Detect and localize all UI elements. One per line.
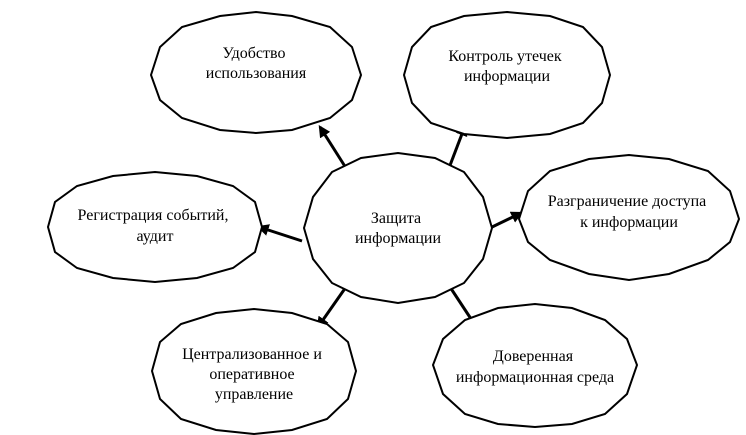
node-access-control: Разграничение доступа к информации bbox=[517, 153, 741, 282]
node-trusted-env-shape bbox=[431, 302, 639, 429]
node-management-label: Централизованное и оперативное управлени… bbox=[182, 346, 326, 403]
node-audit-shape bbox=[46, 170, 264, 284]
node-management: Централизованное и оперативное управлени… bbox=[150, 307, 358, 435]
center-line-1: Защита bbox=[371, 210, 421, 227]
management-line-3: управление bbox=[215, 386, 293, 403]
node-trusted-env: Доверенная информационная среда bbox=[431, 302, 639, 429]
node-trusted-env-label: Доверенная информационная среда bbox=[456, 348, 614, 386]
node-audit: Регистрация событий, аудит bbox=[46, 170, 264, 284]
access-control-line-2: к информации bbox=[580, 214, 678, 231]
node-usability-label: Удобство использования bbox=[206, 45, 307, 82]
access-control-line-1: Разграничение доступа bbox=[548, 193, 707, 210]
node-audit-label: Регистрация событий, аудит bbox=[78, 207, 233, 245]
edges bbox=[256, 123, 524, 331]
center-node-label: Защита информации bbox=[355, 210, 441, 247]
edge-to-management bbox=[316, 286, 348, 329]
usability-line-2: использования bbox=[206, 65, 307, 82]
edge-to-audit bbox=[256, 224, 303, 243]
usability-line-1: Удобство bbox=[223, 45, 286, 62]
leak-control-line-2: информации bbox=[464, 68, 550, 85]
leak-control-line-1: Контроль утечек bbox=[448, 48, 562, 65]
node-management-shape bbox=[150, 307, 358, 435]
trusted-env-line-1: Доверенная bbox=[493, 348, 574, 365]
management-line-1: Централизованное и bbox=[182, 346, 322, 363]
edge-to-usability bbox=[318, 124, 348, 169]
center-node-shape bbox=[302, 151, 494, 305]
node-leak-control-shape bbox=[402, 10, 612, 140]
audit-line-1: Регистрация событий, bbox=[78, 207, 229, 224]
center-node: Защита информации bbox=[302, 151, 494, 305]
node-leak-control: Контроль утечек информации bbox=[402, 10, 612, 140]
node-access-control-label: Разграничение доступа к информации bbox=[548, 193, 711, 231]
center-line-2: информации bbox=[355, 230, 441, 247]
audit-line-2: аудит bbox=[137, 228, 174, 245]
node-usability: Удобство использования bbox=[149, 10, 363, 135]
trusted-env-line-2: информационная среда bbox=[456, 369, 614, 386]
node-usability-shape bbox=[149, 10, 363, 135]
node-leak-control-label: Контроль утечек информации bbox=[448, 48, 565, 85]
node-access-control-shape bbox=[517, 153, 741, 282]
edge-to-access-control bbox=[489, 211, 524, 230]
management-line-2: оперативное bbox=[209, 366, 294, 383]
